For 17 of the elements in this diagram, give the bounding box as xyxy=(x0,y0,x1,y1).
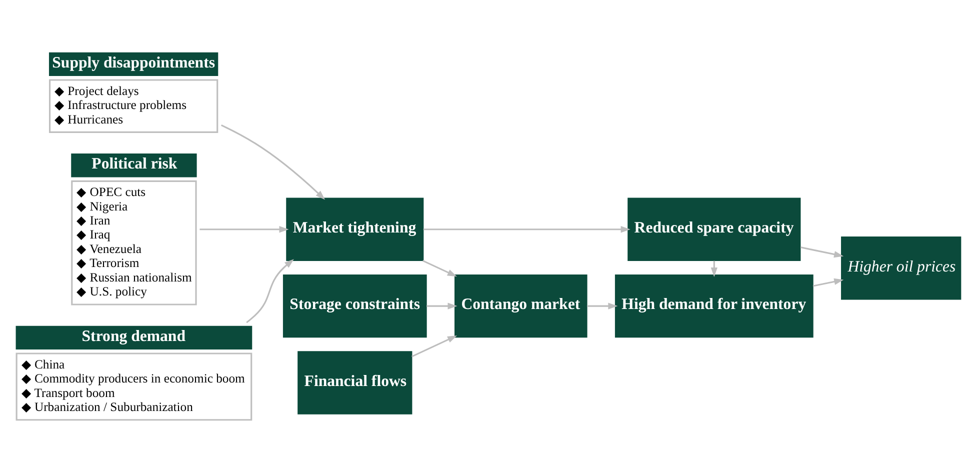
arrow xyxy=(587,302,618,309)
arrow xyxy=(426,302,458,309)
node-box: Storage constraints xyxy=(282,274,427,338)
arrow xyxy=(411,334,458,357)
arrow xyxy=(812,278,844,286)
arrow xyxy=(800,246,844,258)
node-box: Market tightening xyxy=(286,197,424,260)
arrow xyxy=(246,258,294,323)
node-box: Reduced spare capacity xyxy=(628,197,801,260)
node-box: Higher oil prices xyxy=(841,236,962,300)
arrow xyxy=(423,226,630,232)
arrow xyxy=(200,226,289,232)
arrow xyxy=(422,259,457,276)
arrow xyxy=(220,124,326,200)
node-box: High demand for inventory xyxy=(614,274,814,338)
node-box: Financial flows xyxy=(298,350,412,414)
node-box: Contango market xyxy=(454,274,588,338)
